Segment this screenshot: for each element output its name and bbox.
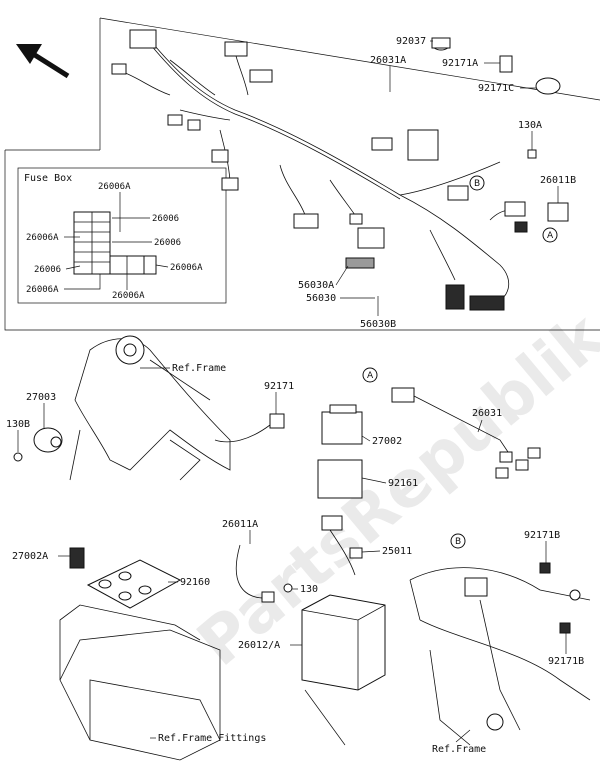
marker-a2-label: A [367,371,374,381]
callout-26012A: 26012/A [238,640,280,651]
bolt-130 [283,583,293,593]
callout-92171: 92171 [264,381,294,392]
relay-27002 [321,404,363,445]
fuse-25011 [321,515,363,576]
callout-ref-frame: Ref.Frame [172,363,226,374]
fuse-label-8: 26006A [112,291,145,301]
fuse-box-title: Fuse Box [24,173,72,184]
callout-56030B: 56030B [360,319,396,330]
marker-a-circle [542,227,558,243]
callout-56030: 56030 [306,293,336,304]
fuse-label-6: 26006A [170,263,203,273]
main-wiring-harness [111,29,528,311]
relay-27002A [69,547,85,569]
callout-26031A: 26031A [370,55,406,66]
fuse-label-4: 26006 [154,238,181,248]
marker-b2-label: B [455,537,461,547]
fuse-box-frame [17,167,227,304]
frame-rear [409,567,591,746]
callout-92171B-2: 92171B [548,656,584,667]
callout-ref-frame-2: Ref.Frame [432,744,486,755]
fuse-box-block [73,211,157,275]
callout-92171C: 92171C [478,83,514,94]
callout-ref-frame-fittings: Ref.Frame Fittings [158,733,266,744]
callout-130: 130 [300,584,318,595]
direction-arrow-icon [16,44,70,79]
callout-26031: 26031 [472,408,502,419]
marker-a-label: A [547,231,554,241]
callout-92171A: 92171A [442,58,478,69]
callout-27002: 27002 [372,436,402,447]
starter-relay-27003 [33,427,63,453]
callout-92161: 92161 [388,478,418,489]
callout-92171B-1: 92171B [524,530,560,541]
callout-56030A: 56030A [298,280,334,291]
callout-92037: 92037 [396,36,426,47]
harness-connector [129,29,157,49]
clamp-92037 [431,37,451,51]
watermark-text: PartsRepublik [184,299,600,681]
callout-27003: 27003 [26,392,56,403]
marker-a2-circle [362,367,378,383]
fuse-label-3: 26006A [26,233,59,243]
marker-b-label: B [474,179,480,189]
marker-b2-circle [450,533,466,549]
callout-26011B: 26011B [540,175,576,186]
bolt-130A [527,149,537,159]
bolt-130B [13,452,23,462]
fuse-label-5: 26006 [34,265,61,275]
harness-frame-top [99,17,600,101]
connector-92171 [269,413,285,429]
bracket-92161 [317,459,363,499]
callout-26011A: 26011A [222,519,258,530]
fuse-label-1: 26006A [98,182,131,192]
frame-section [69,335,231,481]
marker-b-circle [469,175,485,191]
callout-130A: 130A [518,120,542,131]
callout-92160: 92160 [180,577,210,588]
connector-26011B [547,202,569,222]
callout-27002A: 27002A [12,551,48,562]
callout-25011: 25011 [382,546,412,557]
fuse-label-7: 26006A [26,285,59,295]
harness-frame-bottom [4,150,600,331]
battery-pad-92160 [86,559,182,609]
clamp-92171A [499,55,513,73]
clip-92171B-1 [539,562,551,574]
battery-cable-26011A [235,544,275,603]
clip-92171B-2 [559,622,571,634]
battery-case [59,604,221,761]
battery-26012A [301,594,386,691]
fuse-label-2: 26006 [152,214,179,224]
sub-harness-26031 [391,387,541,479]
clamp-92171C [535,77,561,95]
callout-130B: 130B [6,419,30,430]
